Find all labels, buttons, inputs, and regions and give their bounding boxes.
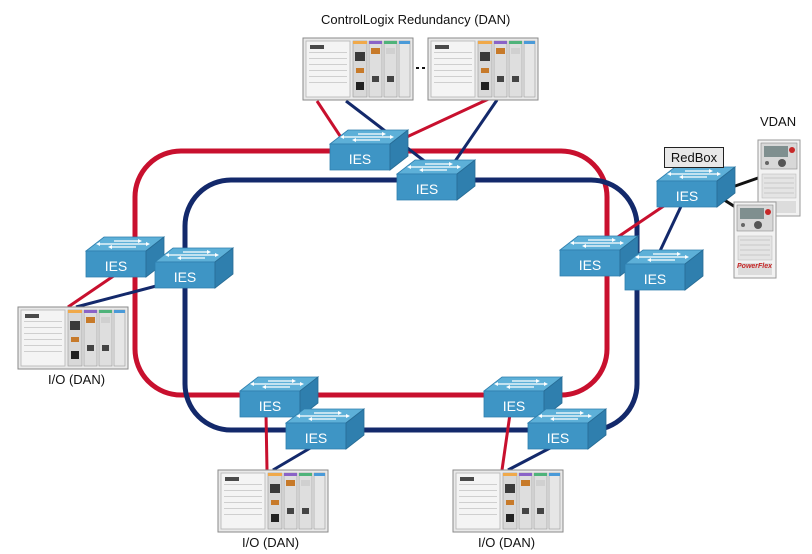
svg-text:IES: IES bbox=[305, 430, 328, 446]
io-bottom-right-label: I/O (DAN) bbox=[478, 535, 536, 550]
svg-text:IES: IES bbox=[503, 398, 526, 414]
svg-text:IES: IES bbox=[547, 430, 570, 446]
io-chassis-bottom-right bbox=[452, 469, 564, 533]
ies-switch-top-2: IES bbox=[396, 159, 476, 201]
ies-switch-right-1: IES bbox=[559, 235, 639, 277]
ies-switch-bottom-left-1: IES bbox=[239, 376, 319, 418]
svg-text:IES: IES bbox=[349, 151, 372, 167]
io-left-label: I/O (DAN) bbox=[48, 372, 106, 387]
svg-text:IES: IES bbox=[105, 258, 128, 274]
ies-switch-right-2: IES bbox=[624, 249, 704, 291]
ies-switch-left-2: IES bbox=[154, 247, 234, 289]
io-chassis-bottom-left bbox=[217, 469, 329, 533]
ies-switch-bottom-left-2: IES bbox=[285, 408, 365, 450]
svg-text:IES: IES bbox=[676, 188, 699, 204]
ies-switch-bottom-right-2: IES bbox=[527, 408, 607, 450]
svg-text:IES: IES bbox=[259, 398, 282, 414]
svg-text:IES: IES bbox=[579, 257, 602, 273]
controller-chassis-primary bbox=[302, 37, 414, 101]
io-bottom-left-label: I/O (DAN) bbox=[242, 535, 300, 550]
ies-switch-bottom-right-1: IES bbox=[483, 376, 563, 418]
svg-text:IES: IES bbox=[644, 271, 667, 287]
vdan-label: VDAN bbox=[760, 114, 797, 129]
io-chassis-left bbox=[17, 306, 129, 370]
diagram-title: ControlLogix Redundancy (DAN) bbox=[321, 12, 511, 27]
drive-brand-label: PowerFlex bbox=[737, 263, 773, 270]
svg-text:IES: IES bbox=[174, 269, 197, 285]
ies-switch-left-1: IES bbox=[85, 236, 165, 278]
ies-switch-redbox: IES bbox=[656, 166, 736, 208]
controller-chassis-secondary bbox=[427, 37, 539, 101]
svg-text:IES: IES bbox=[416, 181, 439, 197]
ies-switch-top-1: IES bbox=[329, 129, 409, 171]
io-links bbox=[67, 273, 553, 472]
redbox-label: RedBox bbox=[664, 147, 724, 168]
